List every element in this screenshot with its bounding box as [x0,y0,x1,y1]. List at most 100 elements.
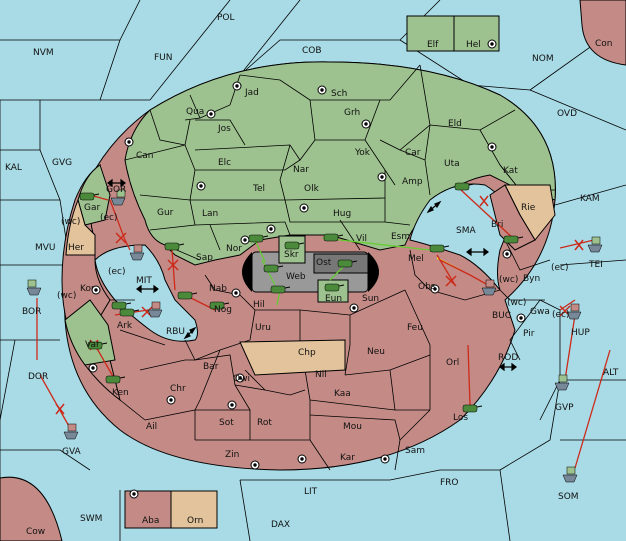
label-pol: POL [217,13,235,23]
label-cow: Cow [26,527,45,537]
chp-region [239,339,346,376]
fleet-icon [481,279,497,296]
label-gva: GVA [62,447,82,457]
supply-center-icon [317,85,327,95]
supply-center-icon [516,313,526,323]
label-ail: Ail [146,422,157,432]
label-gvg: GVG [52,158,72,168]
tan-region-labels: Her Rie Chp Orn [68,203,536,526]
label-kaa: Kaa [334,389,351,399]
label-buc: BUC [492,311,511,321]
army-icon [79,192,100,201]
army-icon [177,291,198,300]
label-som: SOM [558,492,579,502]
army-icon [284,241,305,250]
label-rod: ROD [498,353,518,363]
label-bri: Bri [491,220,503,230]
var-region [64,299,116,366]
supply-center-icon [231,288,241,298]
label-alt: ALT [603,368,619,378]
label-kam: KAM [580,194,600,204]
label-ken: Ken [112,388,129,398]
label-gwa: Gwa [530,307,550,317]
label-mit: MIT [136,276,152,286]
label-esm: Esm [391,232,410,242]
supply-center-icon [361,119,371,129]
fleet-icon [147,301,163,318]
label-elc: Elc [218,158,231,168]
label-rot: Rot [257,418,272,428]
label-ec3: (ec) [551,263,569,273]
label-nil: Nil [315,370,327,380]
label-hup: HUP [571,328,590,338]
supply-center-icon [227,400,237,410]
label-obs: Obs [418,282,436,292]
label-tei: TEI [588,260,603,270]
army-icon [270,285,291,294]
fleet-icon [587,236,603,253]
supply-center-icon [250,460,260,470]
label-sap: Sap [196,253,213,263]
label-car: Car [405,148,421,158]
army-icon [87,341,108,350]
label-fun: FUN [154,53,173,63]
label-grh: Grh [344,108,360,118]
label-wc4: (wc) [507,298,526,308]
label-orn: Orn [187,516,203,526]
label-nvm: NVM [33,48,54,58]
label-rie: Rie [521,203,536,213]
supply-center-icon [377,172,387,182]
label-hug: Hug [333,209,351,219]
label-feu: Feu [407,323,423,333]
cancel-markers [55,195,584,415]
label-skr: Skr [284,250,299,260]
label-tel: Tel [252,184,265,194]
army-icon [111,301,132,310]
label-eld: Eld [448,119,462,129]
label-her: Her [68,243,84,253]
fleet-icon [63,423,79,440]
label-con: Con [595,39,613,49]
fleet-icon [562,466,578,483]
army-icon [429,244,450,253]
label-zin: Zin [225,450,239,460]
army-icon [323,233,344,242]
label-cob: COB [302,46,322,56]
fleet-icon [554,374,570,391]
label-jos: Jos [217,124,231,134]
label-wc2: (wc) [57,291,76,301]
army-icon [119,308,140,317]
label-nar: Nar [293,165,309,175]
label-sun: Sun [362,294,379,304]
label-vil: Vil [356,234,367,244]
label-uru: Uru [255,323,271,333]
label-dor: DOR [28,372,48,382]
channel-indicators [107,178,517,372]
label-nab: Nab [209,284,227,294]
supply-center-icon [91,285,101,295]
green-region-labels: Elf Hel Jad Sch Qua Jos Grh Eld Can Yok … [84,40,518,350]
label-chp: Chp [298,348,316,358]
label-ec1: (ec) [100,213,118,223]
label-kal: KAL [5,163,22,173]
army-icon [164,242,185,251]
fleet-icon [566,303,582,320]
label-sot: Sot [219,418,234,428]
label-hil: Hil [253,300,265,310]
army-icon [503,235,524,244]
supply-center-icon [266,224,276,234]
label-lan: Lan [202,209,218,219]
label-nom: NOM [532,54,554,64]
label-amp: Amp [402,177,423,187]
supply-center-icon [235,373,245,383]
army-icon [105,375,126,384]
label-sma: SMA [456,226,476,236]
army-icon [462,404,483,413]
supply-center-icon [299,203,309,213]
label-rbu: RBU [166,327,185,337]
label-mel: Mel [408,254,424,264]
supply-center-icon [124,137,134,147]
label-hel: Hel [466,40,481,50]
label-gar: Gar [84,203,100,213]
